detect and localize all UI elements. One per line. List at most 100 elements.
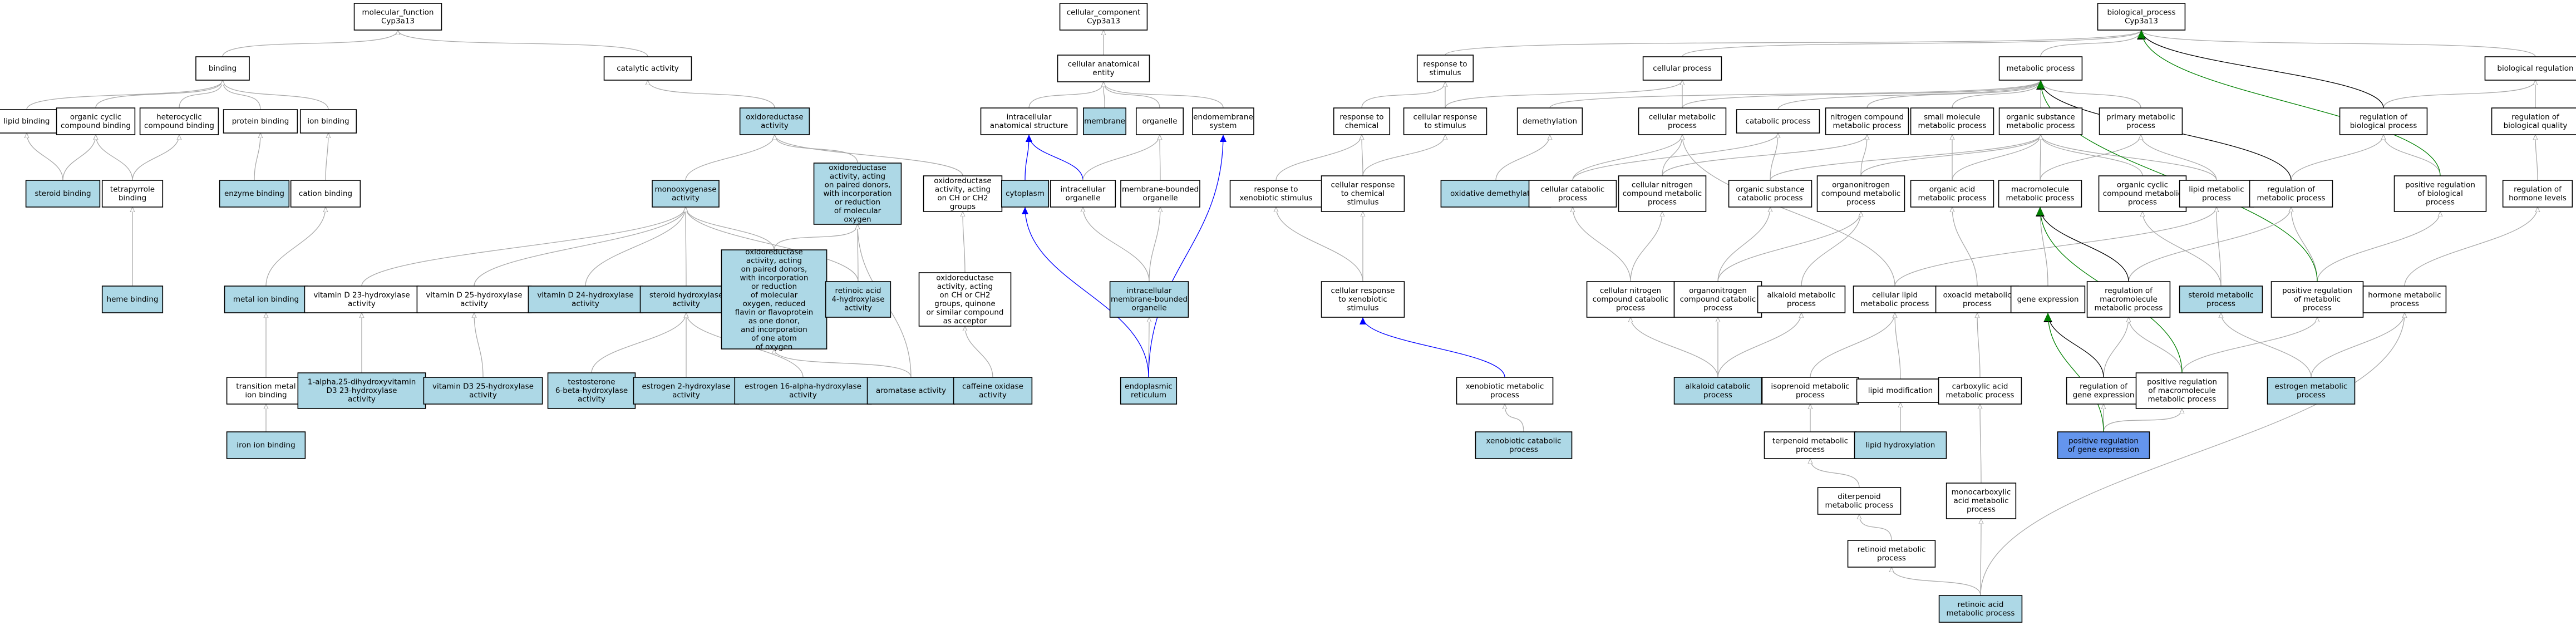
term-node-binding[interactable]: binding (195, 56, 250, 81)
term-node-hemebind[interactable]: heme binding (101, 286, 164, 313)
term-node-membrane[interactable]: membrane (1083, 107, 1127, 135)
term-node-ionbind[interactable]: ion binding (299, 109, 357, 134)
term-node-lipidbind[interactable]: lipid binding (0, 109, 60, 134)
term-node-aromatase[interactable]: aromatase activity (866, 377, 955, 405)
term-node-demeth[interactable]: demethylation (1516, 107, 1583, 135)
term-node-metalbind[interactable]: metal ion binding (224, 286, 308, 313)
term-node-cytoplasm[interactable]: cytoplasm (1001, 180, 1050, 208)
term-node-protbind[interactable]: protein binding (223, 109, 298, 134)
term-node-cellproc[interactable]: cellular process (1642, 56, 1722, 81)
term-node-lipmod[interactable]: lipid modification (1856, 378, 1945, 403)
term-node-cationbind[interactable]: cation binding (290, 180, 361, 208)
term-node-steroidbind[interactable]: steroid binding (25, 180, 101, 208)
term-node-ironbind[interactable]: iron ion binding (226, 431, 306, 459)
term-node-catab[interactable]: catabolic process (1736, 109, 1820, 134)
term-node-bioreg[interactable]: biological regulation (2484, 56, 2576, 81)
term-node-organelle[interactable]: organelle (1135, 107, 1184, 135)
term-node-metproc[interactable]: metabolic process (1998, 56, 2083, 81)
term-node-geneexp[interactable]: gene expression (2010, 286, 2086, 313)
term-node-catalytic[interactable]: catalytic activity (603, 56, 692, 81)
term-node-enzbind[interactable]: enzyme binding (219, 180, 290, 208)
term-node-liphydrox[interactable]: lipid hydroxylation (1854, 431, 1947, 459)
